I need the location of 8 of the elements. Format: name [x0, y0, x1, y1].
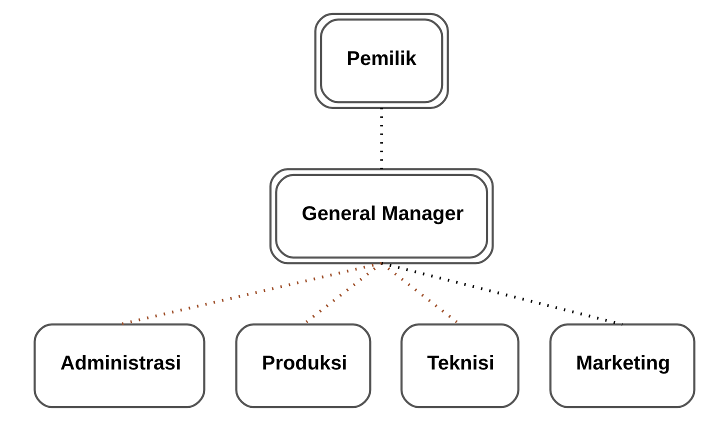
- node-box: Administrasi: [33, 323, 205, 408]
- node-box: Pemilik: [314, 12, 448, 109]
- node-box: General Manager: [268, 168, 494, 264]
- node-box: Produksi: [234, 323, 371, 408]
- node-box: Marketing: [548, 323, 695, 408]
- node-box: Teknisi: [400, 323, 519, 408]
- connector: [380, 262, 622, 326]
- connector: [380, 262, 460, 326]
